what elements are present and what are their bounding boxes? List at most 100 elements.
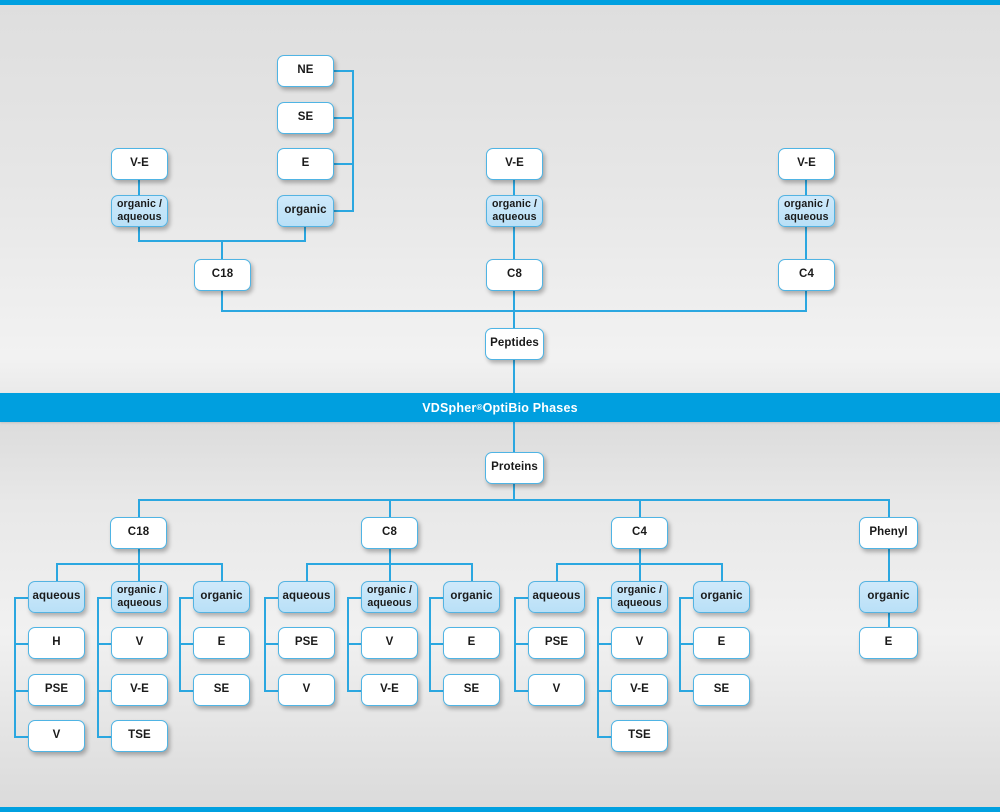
proteins-c8-mode-organic-aqueous[interactable]: organic / aqueous — [361, 581, 418, 613]
mode-line-2: aqueous — [117, 211, 162, 223]
proteins-c4-mode-organic[interactable]: organic — [693, 581, 750, 613]
connector-c4-oa-stub-1 — [597, 643, 613, 645]
peptides-c18-organic-item-ne[interactable]: NE — [277, 55, 334, 87]
connector-c4-aqueous-stub-1 — [514, 643, 530, 645]
peptides-c18-organic-item-se[interactable]: SE — [277, 102, 334, 134]
mode-line-2: aqueous — [367, 597, 412, 609]
proteins-c18-mode-organic[interactable]: organic — [193, 581, 250, 613]
connector-c18-aqueous-stub-0 — [14, 597, 30, 599]
proteins-c8-organic-item-e[interactable]: E — [443, 627, 500, 659]
mode-line-2: aqueous — [117, 597, 162, 609]
peptides-sorbent-c18[interactable]: C18 — [194, 259, 251, 291]
banner-text-before: VDSpher — [422, 400, 477, 415]
connector-peptides-c18-ve-to-oa — [138, 180, 140, 195]
proteins-c18-oa-item-v[interactable]: V — [111, 627, 168, 659]
connector-c18-organic-stub-0 — [179, 597, 195, 599]
proteins-sorbent-phenyl[interactable]: Phenyl — [859, 517, 918, 549]
proteins-c8-oa-item-ve[interactable]: V-E — [361, 674, 418, 706]
proteins-c8-aqueous-item-pse[interactable]: PSE — [278, 627, 335, 659]
connector-c4-aqueous-stub-0 — [514, 597, 530, 599]
bottom-accent-bar — [0, 807, 1000, 812]
connector-peptides-to-banner — [513, 360, 515, 396]
peptides-c4-oa-item-ve[interactable]: V-E — [778, 148, 835, 180]
proteins-c18-oa-item-ve[interactable]: V-E — [111, 674, 168, 706]
connector-peptides-root-stem — [513, 291, 515, 328]
connector-c8-organic-stub-2 — [429, 690, 445, 692]
peptides-c4-mode-organic-aqueous[interactable]: organic / aqueous — [778, 195, 835, 227]
connector-c18-to-aqueous — [56, 563, 58, 581]
connector-c4-oa-stub-2 — [597, 690, 613, 692]
connector-c8-to-oa — [389, 563, 391, 581]
connector-c4-organic-stub-1 — [679, 643, 695, 645]
connector-c18-to-oa — [138, 563, 140, 581]
connector-c4-to-aqueous — [556, 563, 558, 581]
connector-c8-oa-stub-0 — [347, 597, 363, 599]
proteins-c4-mode-aqueous[interactable]: aqueous — [528, 581, 585, 613]
peptides-sorbent-c8[interactable]: C8 — [486, 259, 543, 291]
proteins-c18-aqueous-item-pse[interactable]: PSE — [28, 674, 85, 706]
mode-line-2: aqueous — [617, 597, 662, 609]
connector-peptides-c18-organic-bus — [352, 70, 354, 212]
proteins-phenyl-organic-item-e[interactable]: E — [859, 627, 918, 659]
connector-proteins-to-phenyl — [888, 499, 890, 517]
proteins-c4-organic-item-se[interactable]: SE — [693, 674, 750, 706]
connector-c18-organic-stub-2 — [179, 690, 195, 692]
connector-proteins-bus — [138, 499, 888, 501]
connector-c18-oa-stub-2 — [97, 690, 113, 692]
proteins-c4-mode-organic-aqueous[interactable]: organic / aqueous — [611, 581, 668, 613]
mode-line-1: organic / — [116, 198, 163, 211]
proteins-c8-aqueous-item-v[interactable]: V — [278, 674, 335, 706]
connector-c18-oa-stub-0 — [97, 597, 113, 599]
top-accent-bar — [0, 0, 1000, 5]
proteins-c18-mode-aqueous[interactable]: aqueous — [28, 581, 85, 613]
proteins-c8-organic-item-se[interactable]: SE — [443, 674, 500, 706]
connector-peptides-c4-to-bus — [805, 291, 807, 310]
connector-c8-organic-stub-0 — [429, 597, 445, 599]
connector-phenyl-stem — [888, 549, 890, 581]
connector-peptides-c8-ve-to-oa — [513, 180, 515, 195]
connector-peptides-c18-se — [334, 117, 354, 119]
peptides-root[interactable]: Peptides — [485, 328, 544, 360]
peptides-sorbent-c4[interactable]: C4 — [778, 259, 835, 291]
connector-c4-stem — [639, 549, 641, 563]
peptides-c18-organic-item-e[interactable]: E — [277, 148, 334, 180]
proteins-c4-oa-item-tse[interactable]: TSE — [611, 720, 668, 752]
connector-c8-aqueous-stub-2 — [264, 690, 280, 692]
peptides-c8-oa-item-ve[interactable]: V-E — [486, 148, 543, 180]
proteins-c4-aqueous-item-pse[interactable]: PSE — [528, 627, 585, 659]
connector-c8-aqueous-stub-0 — [264, 597, 280, 599]
proteins-phenyl-mode-organic[interactable]: organic — [859, 581, 918, 613]
proteins-c4-oa-item-ve[interactable]: V-E — [611, 674, 668, 706]
mode-line-2: aqueous — [492, 211, 537, 223]
proteins-c8-oa-item-v[interactable]: V — [361, 627, 418, 659]
proteins-c18-oa-item-tse[interactable]: TSE — [111, 720, 168, 752]
connector-proteins-to-c4 — [639, 499, 641, 517]
connector-c18-aqueous-stub-3 — [14, 736, 30, 738]
proteins-c18-aqueous-item-v[interactable]: V — [28, 720, 85, 752]
proteins-c4-organic-item-e[interactable]: E — [693, 627, 750, 659]
connector-c18-organic-stub-1 — [179, 643, 195, 645]
connector-c4-aqueous-stub-2 — [514, 690, 530, 692]
proteins-c18-aqueous-item-h[interactable]: H — [28, 627, 85, 659]
peptides-c18-oa-item-ve[interactable]: V-E — [111, 148, 168, 180]
connector-c8-stem — [389, 549, 391, 563]
proteins-c18-organic-item-se[interactable]: SE — [193, 674, 250, 706]
peptides-c18-mode-organic-aqueous[interactable]: organic / aqueous — [111, 195, 168, 227]
proteins-sorbent-c18[interactable]: C18 — [110, 517, 167, 549]
proteins-sorbent-c4[interactable]: C4 — [611, 517, 668, 549]
connector-peptides-c8-stem — [513, 227, 515, 259]
peptides-c8-mode-organic-aqueous[interactable]: organic / aqueous — [486, 195, 543, 227]
connector-proteins-to-c18 — [138, 499, 140, 517]
connector-banner-to-proteins — [513, 422, 515, 452]
proteins-sorbent-c8[interactable]: C8 — [361, 517, 418, 549]
connector-c18-to-organic — [221, 563, 223, 581]
proteins-c18-mode-organic-aqueous[interactable]: organic / aqueous — [111, 581, 168, 613]
proteins-c8-mode-aqueous[interactable]: aqueous — [278, 581, 335, 613]
proteins-c18-organic-item-e[interactable]: E — [193, 627, 250, 659]
proteins-c4-aqueous-item-v[interactable]: V — [528, 674, 585, 706]
proteins-c4-oa-item-v[interactable]: V — [611, 627, 668, 659]
proteins-c8-mode-organic[interactable]: organic — [443, 581, 500, 613]
peptides-c18-mode-organic[interactable]: organic — [277, 195, 334, 227]
proteins-root[interactable]: Proteins — [485, 452, 544, 484]
